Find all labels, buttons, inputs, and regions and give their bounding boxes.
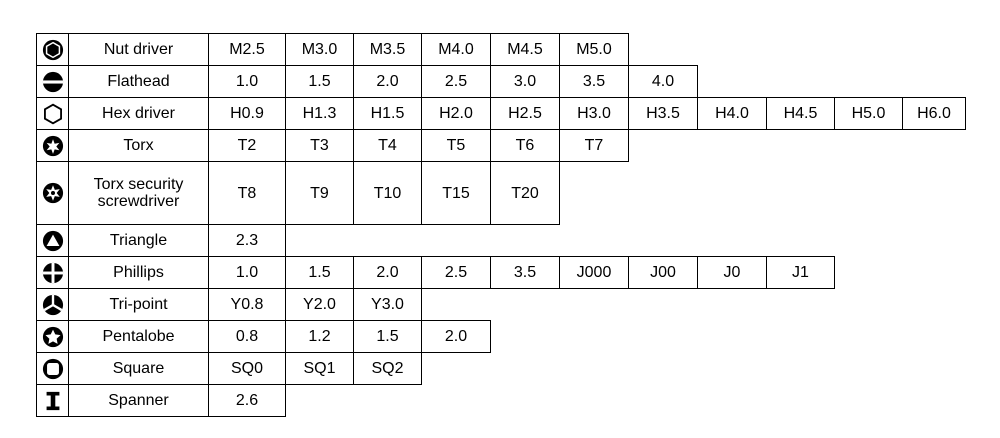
driver-type-name: Hex driver xyxy=(68,97,209,130)
row-icon-cell xyxy=(36,288,69,321)
triangle-icon xyxy=(42,230,64,252)
bit-size-cell: T20 xyxy=(490,161,560,225)
bit-size-cell: H6.0 xyxy=(902,97,966,130)
driver-type-name: Pentalobe xyxy=(68,320,209,353)
pentalobe-icon xyxy=(42,326,64,348)
row-icon-cell xyxy=(36,224,69,257)
bit-size-cell: Y0.8 xyxy=(208,288,286,321)
bit-size-cell: 2.5 xyxy=(421,65,491,98)
row-icon-cell xyxy=(36,65,69,98)
bit-size-cell: M3.0 xyxy=(285,33,354,66)
bit-size-cell: J1 xyxy=(766,256,835,289)
driver-type-name: Triangle xyxy=(68,224,209,257)
spanner-icon xyxy=(42,390,64,412)
bit-size-cell: T2 xyxy=(208,129,286,162)
torx-icon xyxy=(42,135,64,157)
bit-size-cell: 2.5 xyxy=(421,256,491,289)
bit-size-cell: 2.6 xyxy=(208,384,286,417)
bit-size-cell: 2.0 xyxy=(421,320,491,353)
bit-size-cell: T3 xyxy=(285,129,354,162)
bit-size-cell: 1.5 xyxy=(353,320,422,353)
row-icon-cell xyxy=(36,256,69,289)
bit-size-cell: 3.5 xyxy=(490,256,560,289)
driver-type-name: Square xyxy=(68,352,209,385)
bit-size-cell: 2.0 xyxy=(353,256,422,289)
bit-size-cell: J00 xyxy=(628,256,698,289)
bit-size-cell: T15 xyxy=(421,161,491,225)
bit-size-cell: M3.5 xyxy=(353,33,422,66)
row-icon-cell xyxy=(36,33,69,66)
bit-size-cell: 3.5 xyxy=(559,65,629,98)
row-icon-cell xyxy=(36,320,69,353)
bit-size-cell: 0.8 xyxy=(208,320,286,353)
bit-size-cell: SQ1 xyxy=(285,352,354,385)
bit-size-cell: H0.9 xyxy=(208,97,286,130)
bit-size-cell: J0 xyxy=(697,256,767,289)
bit-size-cell: H2.5 xyxy=(490,97,560,130)
bit-size-cell: T6 xyxy=(490,129,560,162)
hexagon-filled-icon xyxy=(42,39,64,61)
phillips-icon xyxy=(42,262,64,284)
driver-type-name: Nut driver xyxy=(68,33,209,66)
row-icon-cell xyxy=(36,384,69,417)
bit-size-cell: 1.0 xyxy=(208,256,286,289)
bit-size-cell: T7 xyxy=(559,129,629,162)
bit-size-cell: Y2.0 xyxy=(285,288,354,321)
bit-size-cell: T9 xyxy=(285,161,354,225)
bit-size-cell: T8 xyxy=(208,161,286,225)
torx-security-icon xyxy=(42,182,64,204)
hexagon-outline-icon xyxy=(42,103,64,125)
bit-size-cell: M4.5 xyxy=(490,33,560,66)
bit-size-cell: 1.5 xyxy=(285,256,354,289)
row-icon-cell xyxy=(36,97,69,130)
bit-size-cell: Y3.0 xyxy=(353,288,422,321)
driver-type-name: Torx xyxy=(68,129,209,162)
bit-size-cell: 1.5 xyxy=(285,65,354,98)
bit-size-cell: T4 xyxy=(353,129,422,162)
slot-icon xyxy=(42,71,64,93)
bit-size-cell: 2.3 xyxy=(208,224,286,257)
bit-size-cell: 3.0 xyxy=(490,65,560,98)
bit-size-cell: T5 xyxy=(421,129,491,162)
driver-type-name: Flathead xyxy=(68,65,209,98)
row-icon-cell xyxy=(36,352,69,385)
tri-point-icon xyxy=(42,294,64,316)
bit-size-cell: H3.5 xyxy=(628,97,698,130)
bit-size-cell: M4.0 xyxy=(421,33,491,66)
bit-size-cell: H3.0 xyxy=(559,97,629,130)
square-icon xyxy=(42,358,64,380)
driver-type-name: Phillips xyxy=(68,256,209,289)
row-icon-cell xyxy=(36,129,69,162)
row-icon-cell xyxy=(36,161,69,225)
bit-size-cell: 2.0 xyxy=(353,65,422,98)
bit-size-cell: M2.5 xyxy=(208,33,286,66)
bit-size-cell: T10 xyxy=(353,161,422,225)
bit-size-cell: H1.5 xyxy=(353,97,422,130)
driver-type-name: Tri-point xyxy=(68,288,209,321)
bit-size-cell: H4.5 xyxy=(766,97,835,130)
bit-size-cell: 1.0 xyxy=(208,65,286,98)
bit-size-cell: M5.0 xyxy=(559,33,629,66)
driver-type-name: Spanner xyxy=(68,384,209,417)
bit-size-cell: H1.3 xyxy=(285,97,354,130)
bit-size-cell: SQ2 xyxy=(353,352,422,385)
bit-size-cell: H5.0 xyxy=(834,97,903,130)
bit-size-cell: SQ0 xyxy=(208,352,286,385)
bit-size-cell: J000 xyxy=(559,256,629,289)
bit-size-cell: 4.0 xyxy=(628,65,698,98)
bit-size-cell: 1.2 xyxy=(285,320,354,353)
bit-size-cell: H2.0 xyxy=(421,97,491,130)
driver-type-name: Torx security screwdriver xyxy=(68,161,209,225)
bit-size-cell: H4.0 xyxy=(697,97,767,130)
